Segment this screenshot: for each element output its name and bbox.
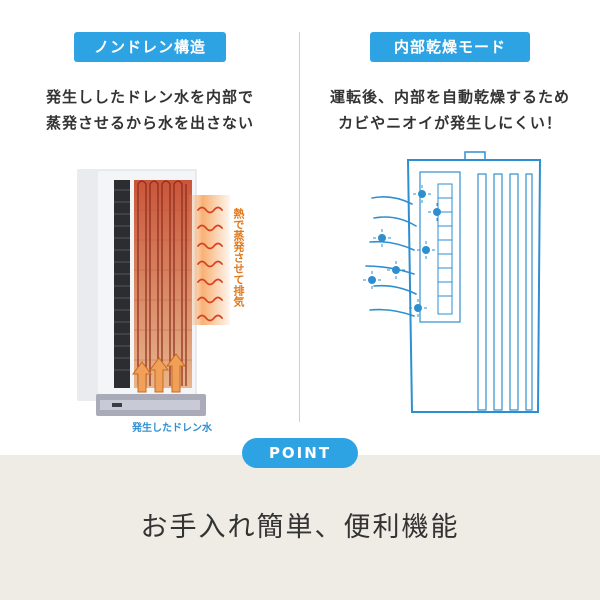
- fan-column: [114, 180, 130, 388]
- dry-airflow-lines: [365, 196, 417, 317]
- non-drain-desc-line2: 蒸発させるから水を出さない: [45, 114, 254, 132]
- non-drain-desc-line1: 発生ししたドレン水を内部で: [45, 88, 254, 106]
- non-drain-title: ノンドレン構造: [74, 32, 226, 62]
- coil-fins: [134, 209, 192, 361]
- non-drain-illustration: [77, 169, 230, 416]
- coil-tubes: [137, 180, 187, 386]
- point-badge: POINT: [242, 438, 358, 468]
- heat-exchanger: [134, 180, 192, 388]
- internal-dry-title: 内部乾燥モード: [370, 32, 530, 62]
- front-grille: [477, 173, 533, 411]
- non-drain-description: 発生ししたドレン水を内部で 蒸発させるから水を出さない: [0, 84, 300, 136]
- internal-dry-panel: 内部乾燥モード 運転後、内部を自動乾燥するため カビやニオイが発生しにくい！: [300, 0, 600, 455]
- inner-frame: [419, 171, 461, 323]
- internal-dry-desc-line2: カビやニオイが発生しにくい！: [338, 114, 562, 132]
- vapor-arrows: [132, 353, 186, 393]
- unit-back-panel: [78, 170, 98, 400]
- internal-dry-illustration: [363, 151, 542, 413]
- feature-footer: [0, 455, 600, 600]
- heat-wave-lines: [197, 206, 223, 322]
- fan-ribs: [114, 189, 130, 371]
- germ-particles: [368, 190, 441, 312]
- heat-glow: [188, 195, 230, 325]
- internal-dry-desc-line1: 運転後、内部を自動乾燥するため: [329, 88, 570, 106]
- germ-spikes: [363, 185, 446, 317]
- tray-label: [112, 403, 122, 407]
- panel-divider: [299, 32, 300, 422]
- internal-dry-description: 運転後、内部を自動乾燥するため カビやニオイが発生しにくい！: [300, 84, 600, 136]
- drain-water: [100, 400, 200, 410]
- feature-headline: お手入れ簡単、便利機能: [140, 512, 460, 543]
- unit-top-cap: [464, 151, 486, 161]
- unit-outline: [406, 159, 542, 413]
- drain-water-caption: 発生したドレン水: [132, 423, 212, 434]
- non-drain-panel: ノンドレン構造 発生ししたドレン水を内部で 蒸発させるから水を出さない: [0, 0, 300, 455]
- heat-evaporation-note: 熱で蒸発させて排気: [232, 208, 245, 307]
